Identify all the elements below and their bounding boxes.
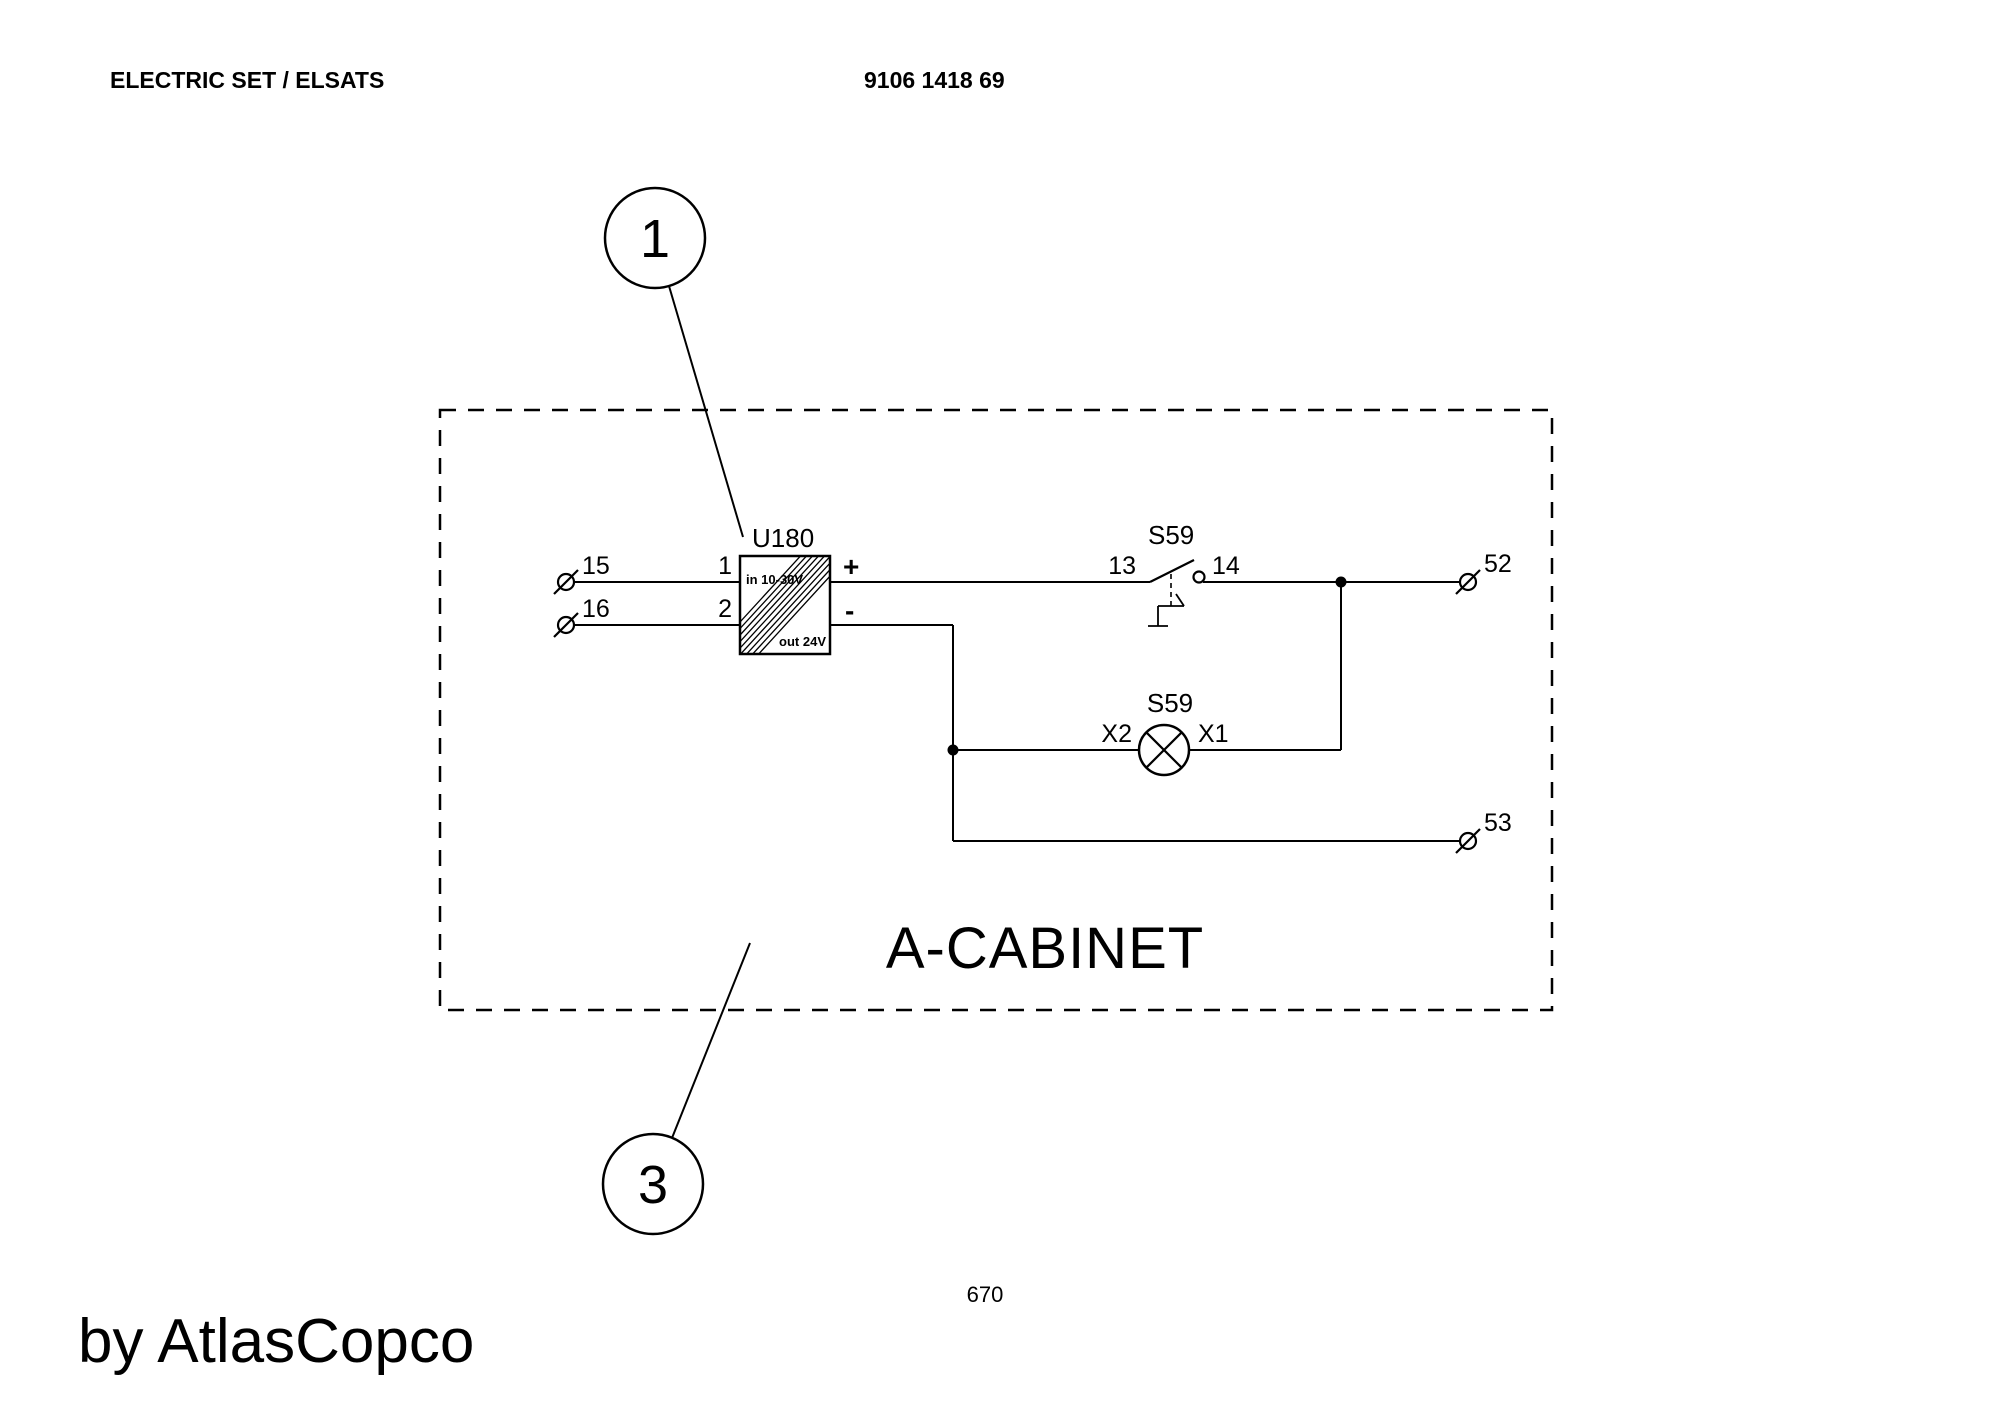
- terminal-53-slash: [1455, 828, 1481, 854]
- switch-blade: [1149, 559, 1195, 583]
- converter-input-rating: in 10-30V: [746, 572, 803, 587]
- callout-3: 3: [601, 942, 751, 1236]
- doc-number: 9106 1418 69: [864, 67, 1005, 93]
- terminal-52: 52: [1455, 550, 1512, 595]
- converter-pin-2-label: 2: [718, 595, 732, 623]
- callout-1: 1: [603, 186, 744, 538]
- callout-3-circle: [601, 1132, 705, 1236]
- terminal-16-slash: [553, 612, 579, 638]
- terminal-53-connector-icon: [1458, 831, 1478, 851]
- callout-3-leader-line: [671, 942, 751, 1139]
- page-number: 670: [967, 1282, 1004, 1307]
- switch-mechanism-icon: [1148, 593, 1185, 627]
- terminal-15-label: 15: [582, 552, 610, 580]
- lamp-x-stroke-2: [1145, 731, 1183, 769]
- terminal-16: 16: [553, 595, 610, 638]
- switch-contact-icon: [1192, 570, 1206, 584]
- callout-3-number: 3: [638, 1155, 668, 1215]
- switch-s59: S59 13 14: [1108, 520, 1240, 627]
- lamp-terminal-x1-label: X1: [1198, 720, 1229, 748]
- terminal-52-label: 52: [1484, 550, 1512, 578]
- junction-dot-right: [1335, 576, 1347, 588]
- cabinet-label: A-CABINET: [886, 916, 1204, 981]
- terminal-53-label: 53: [1484, 809, 1512, 837]
- converter-pin-1-label: 1: [718, 552, 732, 580]
- callout-1-number: 1: [640, 209, 670, 269]
- terminal-16-label: 16: [582, 595, 610, 623]
- brand-text: by AtlasCopco: [78, 1307, 474, 1376]
- switch-terminal-14-label: 14: [1212, 552, 1240, 580]
- terminal-16-connector-icon: [556, 615, 576, 635]
- converter-minus-sign: -: [845, 595, 854, 626]
- terminal-15: 15: [553, 552, 610, 595]
- converter-hatch-icon: [741, 557, 829, 653]
- lamp-ref-label: S59: [1147, 688, 1193, 718]
- switch-ref-label: S59: [1148, 520, 1194, 550]
- lamp-terminal-x2-label: X2: [1101, 720, 1132, 748]
- converter-plus-sign: +: [843, 551, 859, 582]
- converter-ref-label: U180: [752, 523, 814, 553]
- page-title: ELECTRIC SET / ELSATS: [110, 67, 384, 93]
- wires: [574, 576, 1460, 842]
- terminal-15-connector-icon: [556, 572, 576, 592]
- cabinet-dashed-border: [438, 408, 1554, 1012]
- converter-u180: U180 1 2 in 10-30V out 24V + -: [718, 523, 859, 656]
- terminal-52-slash: [1455, 569, 1481, 595]
- callout-1-leader-line: [668, 285, 744, 538]
- terminal-53: 53: [1455, 809, 1512, 854]
- callout-1-circle: [603, 186, 707, 290]
- terminal-52-connector-icon: [1458, 572, 1478, 592]
- junction-dot-left: [947, 744, 959, 756]
- terminal-15-slash: [553, 569, 579, 595]
- switch-terminal-13-label: 13: [1108, 552, 1136, 580]
- lamp-s59: S59 X2 X1: [1101, 688, 1229, 777]
- converter-output-rating: out 24V: [779, 634, 826, 649]
